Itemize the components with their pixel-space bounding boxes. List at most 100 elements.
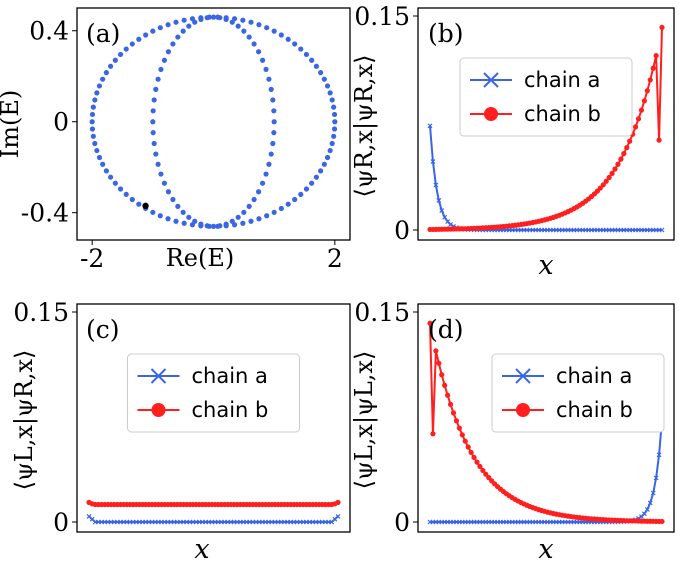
spectrum-point <box>155 161 161 167</box>
spectrum-point <box>170 41 176 47</box>
data-point <box>618 156 624 162</box>
spectrum-point <box>117 186 124 192</box>
legend-label: chain b <box>524 102 601 126</box>
data-point <box>436 198 442 203</box>
data-point <box>603 178 609 184</box>
panel-b-label: (b) <box>428 19 464 48</box>
spectrum-point <box>151 97 157 103</box>
spectrum-point <box>129 196 135 203</box>
data-point <box>644 507 650 512</box>
panel-b-marks <box>427 24 665 233</box>
spectrum-point <box>285 36 291 42</box>
data-point <box>480 467 486 474</box>
spectrum-point <box>165 216 171 222</box>
spectrum-point <box>331 104 337 110</box>
panel-c-ylabel: ⟨ψL,x|ψR,x⟩ <box>10 350 39 491</box>
data-point <box>436 360 442 366</box>
spectrum-point <box>180 28 186 34</box>
y-tick-label: 0.15 <box>354 298 410 327</box>
panel-a-xlabel: Re(E) <box>166 244 235 272</box>
x-tick-label: -2 <box>80 244 104 273</box>
spectrum-point <box>123 46 129 52</box>
spectrum-point <box>331 111 338 118</box>
spectrum-point <box>327 90 333 96</box>
spectrum-point <box>96 83 103 89</box>
data-point <box>621 150 627 157</box>
spectrum-point <box>256 22 262 28</box>
panel-c-label: (c) <box>86 315 120 344</box>
spectrum-point <box>170 196 176 203</box>
data-point <box>445 392 451 398</box>
legend-frame <box>491 353 665 433</box>
spectrum-point <box>303 186 310 192</box>
data-point <box>468 449 474 456</box>
panel-c-xlabel: x <box>194 534 209 561</box>
spectrum-point <box>165 189 172 195</box>
data-point <box>439 372 445 378</box>
spectrum-point <box>175 34 181 40</box>
panel-c-frame <box>76 303 351 533</box>
spectrum-point <box>155 76 161 82</box>
spectrum-point <box>94 90 100 96</box>
data-point <box>650 65 656 71</box>
highlight-point <box>142 202 149 210</box>
spectrum-point <box>270 140 276 147</box>
spectrum-point <box>255 189 262 195</box>
panel-d-yticks: 00.15 <box>354 298 418 537</box>
spectrum-point <box>90 133 96 139</box>
spectrum-point <box>94 147 100 154</box>
data-point <box>433 182 439 188</box>
panel-a-label: (a) <box>86 19 120 48</box>
spectrum-point <box>263 66 269 73</box>
spectrum-point <box>327 147 333 154</box>
spectrum-point <box>271 209 277 215</box>
data-point <box>638 107 645 113</box>
spectrum-point <box>112 180 118 186</box>
spectrum-point <box>136 36 142 42</box>
spectrum-point <box>157 213 163 219</box>
panel-d-marks <box>427 320 665 525</box>
spectrum-point <box>240 220 246 226</box>
data-point <box>609 170 615 176</box>
y-tick-label: 0 <box>53 108 69 137</box>
y-tick-label: 0.15 <box>13 298 69 327</box>
spectrum-point <box>324 154 331 161</box>
spectrum-point <box>285 201 291 207</box>
spectrum-point <box>117 51 124 58</box>
panel-a-frame <box>76 7 351 241</box>
data-point <box>453 418 460 424</box>
spectrum-point <box>158 66 164 73</box>
panel-a-ylabel: Im(E) <box>0 90 24 158</box>
spectrum-point <box>223 16 229 22</box>
spectrum-point <box>229 218 235 224</box>
spectrum-point <box>181 17 187 23</box>
spectrum-point <box>235 23 241 29</box>
data-point <box>641 511 647 517</box>
spectrum-point <box>271 119 277 125</box>
legend-marker <box>151 403 166 417</box>
data-point <box>647 500 653 506</box>
data-point <box>448 222 453 227</box>
data-point <box>477 463 483 470</box>
spectrum-point <box>108 174 114 180</box>
spectrum-point <box>217 223 223 229</box>
spectrum-point <box>90 104 96 110</box>
spectrum-point <box>313 174 319 180</box>
spectrum-point <box>96 154 103 161</box>
spectrum-point <box>321 76 327 82</box>
spectrum-point <box>153 86 159 92</box>
spectrum-point <box>329 140 335 147</box>
spectrum-point <box>331 133 337 139</box>
spectrum-point <box>143 32 149 38</box>
spectrum-point <box>259 180 266 186</box>
spectrum-point <box>324 83 331 89</box>
spectrum-point <box>198 221 204 227</box>
spectrum-point <box>157 25 163 31</box>
spectrum-point <box>89 111 96 118</box>
legend-frame <box>459 57 633 137</box>
legend-label: chain b <box>192 398 269 422</box>
